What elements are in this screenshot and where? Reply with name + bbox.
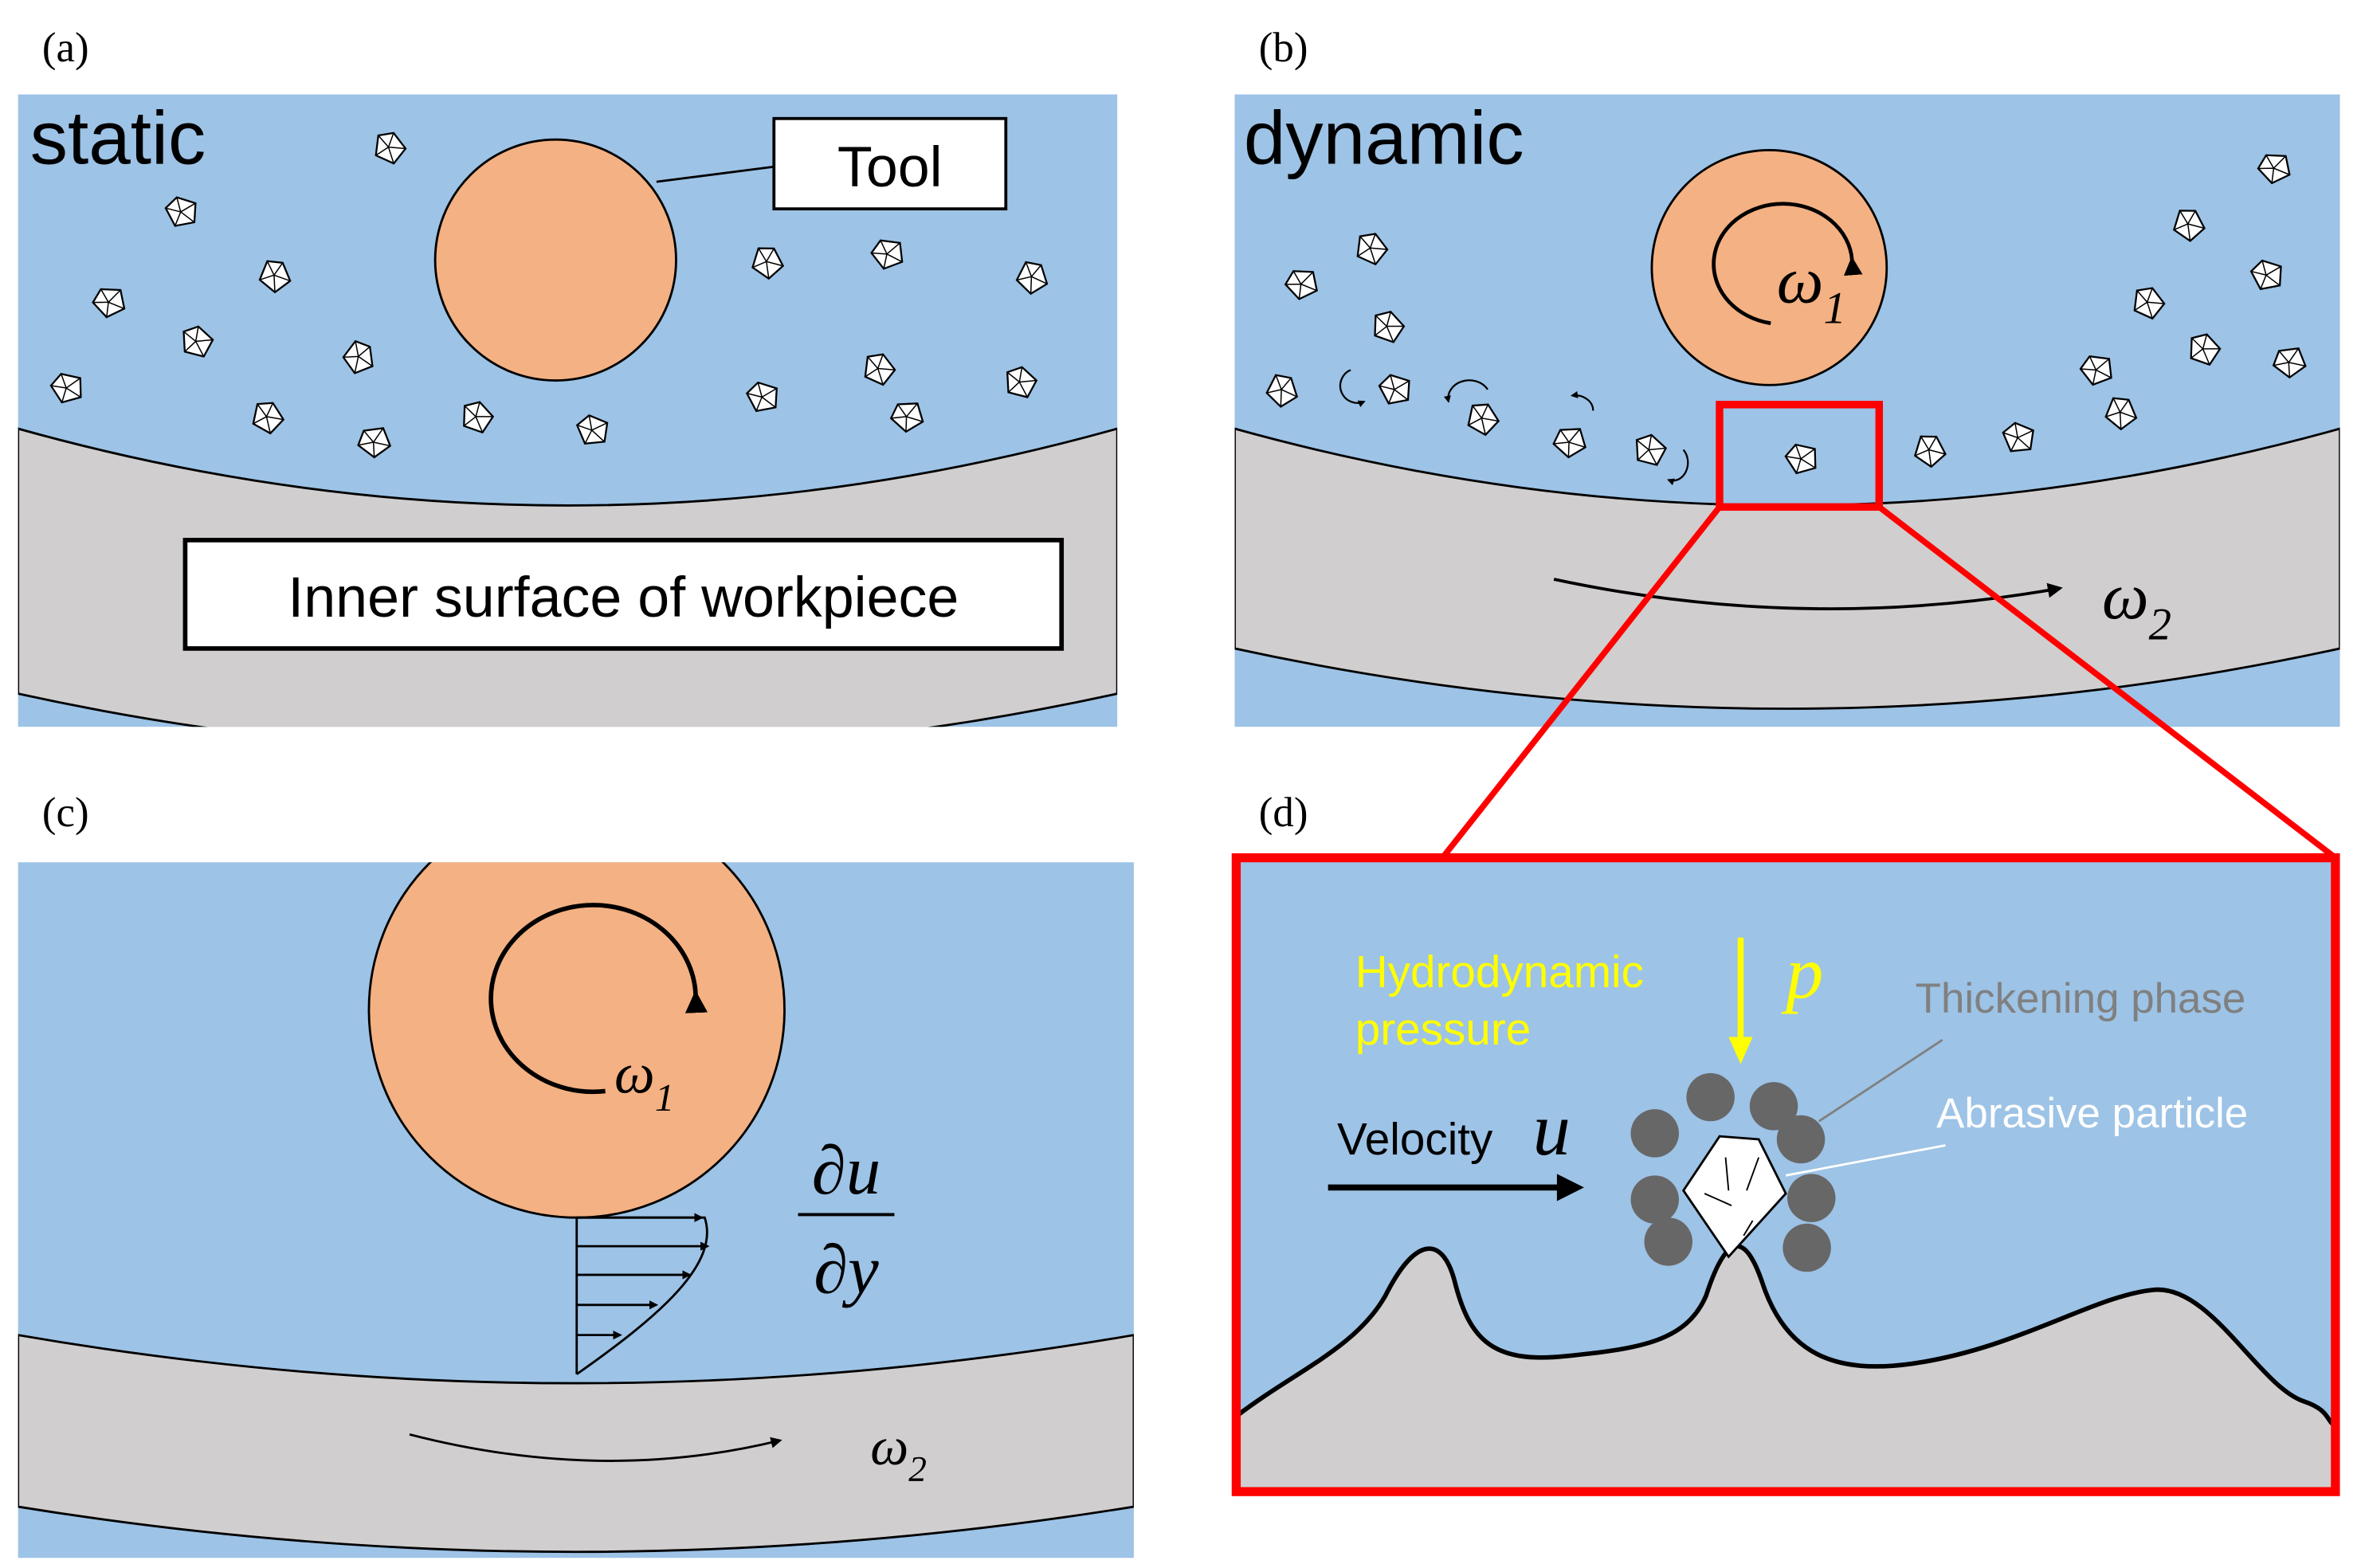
panel-a-tool-callout-box — [772, 116, 1008, 211]
panel-d-pressure-line2: pressure — [1355, 1005, 1532, 1055]
panel-d-velocity-text: Velocity — [1337, 1115, 1493, 1165]
panel-b-workpiece-rotation-arrow — [1553, 578, 2063, 610]
panel-d-thickening-label: Thickening phase — [1916, 975, 2246, 1022]
panel-d-abrasive-leader — [1785, 1144, 1946, 1177]
panel-c-gradient-denominator: ∂y — [814, 1232, 879, 1308]
panel-b-workpiece-speed: ω2 — [2102, 559, 2171, 649]
zoom-connectors — [1440, 504, 2338, 860]
panel-c-workpiece-rotation-arrow — [409, 1433, 782, 1462]
panel-b-tool-speed: ω1 — [1777, 243, 1846, 333]
panel-c-workpiece-speed: ω2 — [870, 1416, 927, 1489]
panel-c-gradient-numerator: ∂u — [812, 1132, 880, 1209]
panel-a-tool-leader — [656, 165, 775, 183]
panel-d-thickening-particles — [1630, 1072, 1836, 1272]
panel-d-abrasive-particle — [1681, 1135, 1787, 1259]
panel-a-state-text: static — [30, 96, 206, 180]
panel-a-tool — [433, 138, 677, 382]
panel-b-tool — [1650, 149, 1888, 386]
panel-b: (b) dynamic ω1 ω2 — [1234, 25, 2340, 727]
panel-c-tool — [367, 862, 786, 1219]
panel-d-frame — [1231, 853, 2340, 1496]
panel-a-label: (a) — [42, 25, 89, 71]
panel-d: (d) Hydrodynamic pressure p Velocity u — [1231, 790, 2340, 1496]
panel-c-label: (c) — [42, 790, 89, 836]
panel-b-state-text: dynamic — [1244, 96, 1524, 180]
panel-d-rough-surface — [1236, 1244, 2336, 1492]
panel-c-workpiece — [18, 1334, 1134, 1554]
panel-b-swirl-arrows — [1339, 369, 1689, 486]
panel-c: (c) ω1 ∂u ∂y ω2 — [18, 790, 1134, 1558]
panel-a-workpiece-callout: Inner surface of workpiece — [288, 566, 959, 629]
panel-b-label: (b) — [1259, 25, 1308, 71]
panel-a-tool-callout: Tool — [837, 135, 943, 199]
panel-d-thickening-leader — [1818, 1039, 1943, 1123]
panel-b-workpiece — [1234, 427, 2340, 710]
panel-d-pressure-symbol: p — [1781, 931, 1823, 1014]
panel-d-velocity-symbol: u — [1533, 1088, 1571, 1171]
panel-d-label: (d) — [1259, 790, 1308, 836]
panel-d-pressure-line1: Hydrodynamic — [1355, 947, 1644, 998]
panel-c-tool-rotation-arrow — [488, 903, 708, 1095]
panel-b-tool-rotation-arrow — [1712, 202, 1863, 326]
panel-a-workpiece-callout-box — [182, 538, 1065, 651]
panel-c-tool-speed: ω1 — [614, 1041, 674, 1119]
panel-d-velocity-arrowhead — [1556, 1174, 1584, 1201]
panel-d-pressure-arrowhead — [1728, 1037, 1753, 1064]
panel-d-abrasive-label: Abrasive particle — [1936, 1090, 2248, 1137]
panel-c-velocity-profile — [575, 1213, 710, 1375]
panel-a: (a) static Tool Inner surface of workpie… — [18, 25, 1118, 727]
panel-b-zoom-box — [1716, 401, 1884, 512]
